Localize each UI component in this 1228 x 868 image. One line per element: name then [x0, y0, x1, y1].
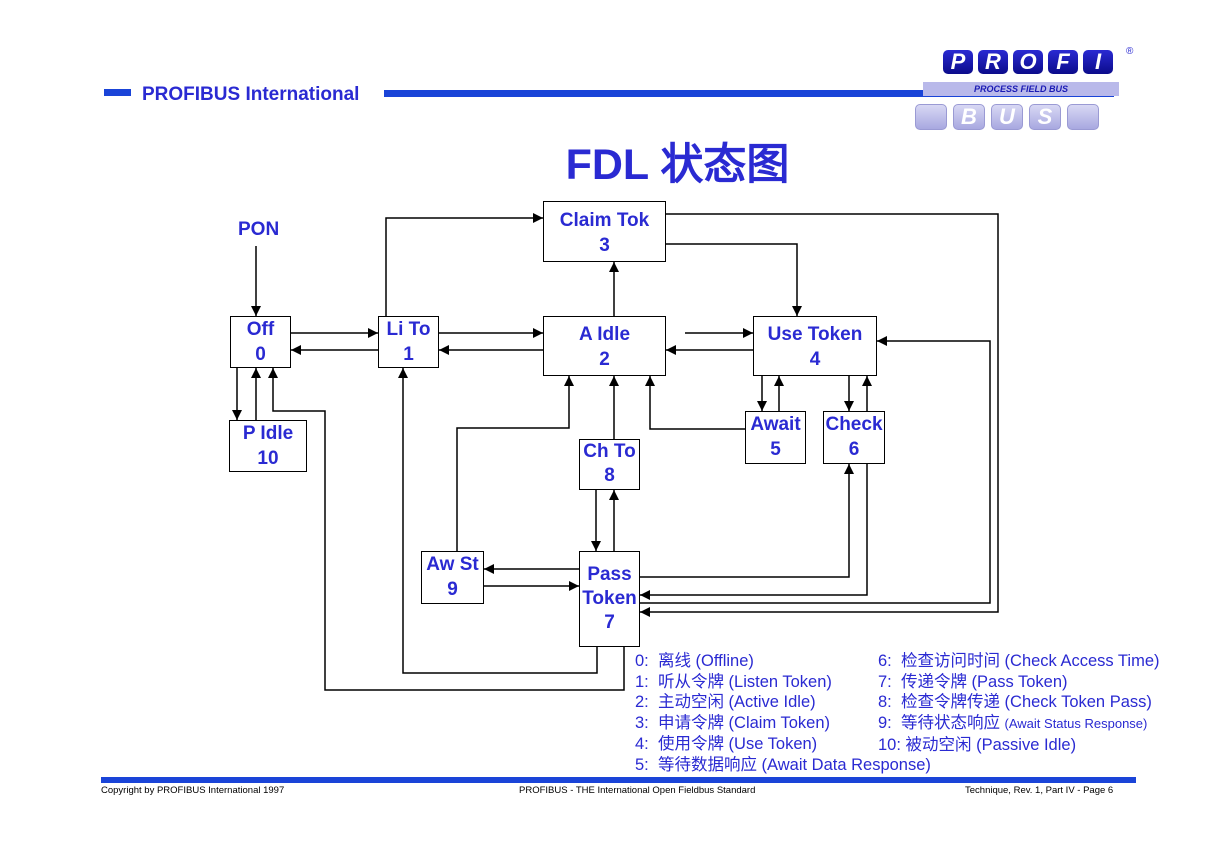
- org-name: PROFIBUS International: [142, 84, 360, 105]
- arrow-pass-to-check: [640, 464, 854, 578]
- header-rule-right: [384, 90, 1114, 97]
- page-title: FDL 状态图: [565, 141, 790, 189]
- arrow-claim-to-pass: [640, 213, 999, 617]
- state-listen-token: Li To 1: [378, 316, 439, 368]
- pon-label: PON: [238, 219, 280, 240]
- state-await-data: Await 5: [745, 411, 806, 464]
- logo-letter-p: P: [943, 50, 973, 74]
- footer-copyright: Copyright by PROFIBUS International 1997: [101, 785, 285, 796]
- logo-band: PROCESS FIELD BUS: [923, 82, 1119, 96]
- legend-item: 7: 传递令牌 (Pass Token): [878, 671, 1068, 691]
- state-active-idle: A Idle 2: [543, 316, 666, 376]
- arrow-claim-to-use: [666, 243, 802, 316]
- state-check-token-pass-number: 8: [604, 465, 615, 486]
- logo-letter-u: U: [991, 104, 1023, 130]
- arrow-pass-to-use: [640, 336, 991, 604]
- footer-rule: [101, 777, 1136, 783]
- state-await-status-number: 9: [447, 579, 458, 600]
- state-listen-token-number: 1: [403, 344, 414, 365]
- state-check-access: Check 6: [823, 411, 885, 464]
- state-pass-token-name-2: Token: [582, 588, 637, 609]
- footer-page: Technique, Rev. 1, Part IV - Page 6: [965, 785, 1114, 796]
- legend-item: 6: 检查访问时间 (Check Access Time): [878, 651, 1160, 670]
- logo-registered: ®: [1126, 46, 1134, 57]
- legend-item: 0: 离线 (Offline): [635, 651, 754, 670]
- legend-item: 8: 检查令牌传递 (Check Token Pass): [878, 692, 1152, 712]
- arrow-pass-to-listen: [398, 368, 598, 674]
- state-active-idle-number: 2: [599, 349, 610, 370]
- state-use-token-number: 4: [809, 349, 821, 370]
- profibus-logo: P R O F I ® PROCESS FIELD BUS B U S: [915, 46, 1145, 136]
- legend-item: 5: 等待数据响应 (Await Data Response): [635, 754, 931, 774]
- logo-letter-i: I: [1083, 50, 1113, 74]
- footer-standard: PROFIBUS - THE International Open Fieldb…: [519, 785, 756, 796]
- state-await-status: Aw St 9: [421, 551, 484, 604]
- state-use-token: Use Token 4: [753, 316, 877, 376]
- arrow-listen-to-claim: [385, 213, 543, 316]
- logo-letter-blank-1: [915, 104, 947, 130]
- state-active-idle-name: A Idle: [578, 324, 631, 345]
- state-check-access-number: 6: [848, 439, 860, 460]
- arrow-check-to-pass: [640, 464, 868, 600]
- state-use-token-name: Use Token: [767, 324, 863, 345]
- state-check-token-pass-name: Ch To: [583, 441, 636, 462]
- state-pass-token-name-1: Pass: [587, 564, 632, 585]
- state-listen-token-name: Li To: [386, 319, 431, 340]
- legend-right: 6: 检查访问时间 (Check Access Time) 7: 传递令牌 (P…: [878, 651, 1160, 756]
- logo-letter-r: R: [978, 50, 1008, 74]
- logo-letter-s: S: [1029, 104, 1061, 130]
- legend-item: 4: 使用令牌 (Use Token): [635, 733, 818, 753]
- arrow-await-status-to-active: [456, 376, 574, 551]
- logo-letter-f: F: [1048, 50, 1078, 74]
- logo-letter-b: B: [953, 104, 985, 130]
- arrow-await-to-active: [645, 376, 745, 430]
- legend-item: 10: 被动空闲 (Passive Idle): [878, 734, 1077, 754]
- logo-letter-blank-2: [1067, 104, 1099, 130]
- state-claim-token-number: 3: [599, 235, 610, 256]
- state-passive-idle-name: P Idle: [242, 423, 294, 444]
- state-pass-token: Pass Token 7: [579, 551, 640, 647]
- legend-item: 1: 听从令牌 (Listen Token): [635, 671, 832, 691]
- state-passive-idle-number: 10: [257, 448, 279, 469]
- state-pass-token-number: 7: [604, 612, 615, 633]
- state-off-number: 0: [255, 344, 266, 365]
- state-claim-token-name: Claim Tok: [559, 210, 650, 231]
- arrow-pass-to-off: [268, 368, 625, 691]
- state-passive-idle: P Idle 10: [229, 420, 307, 472]
- state-await-data-name: Await: [750, 414, 801, 435]
- state-check-token-pass: Ch To 8: [579, 439, 640, 490]
- state-claim-token: Claim Tok 3: [543, 201, 666, 262]
- logo-band-text: PROCESS FIELD BUS: [973, 84, 1068, 94]
- state-await-data-number: 5: [770, 439, 781, 460]
- state-off-name: Off: [246, 319, 275, 340]
- state-await-status-name: Aw St: [426, 554, 479, 575]
- legend-left: 0: 离线 (Offline) 1: 听从令牌 (Listen Token) 2…: [635, 651, 931, 775]
- legend-item: 3: 申请令牌 (Claim Token): [635, 713, 831, 733]
- legend-item: 2: 主动空闲 (Active Idle): [635, 692, 816, 712]
- logo-letter-o: O: [1013, 50, 1043, 74]
- state-check-access-name: Check: [825, 414, 883, 435]
- legend-item: 9: 等待状态响应 (Await Status Response): [878, 713, 1148, 733]
- header-rule-left: [104, 89, 131, 96]
- state-off: Off 0: [230, 316, 291, 368]
